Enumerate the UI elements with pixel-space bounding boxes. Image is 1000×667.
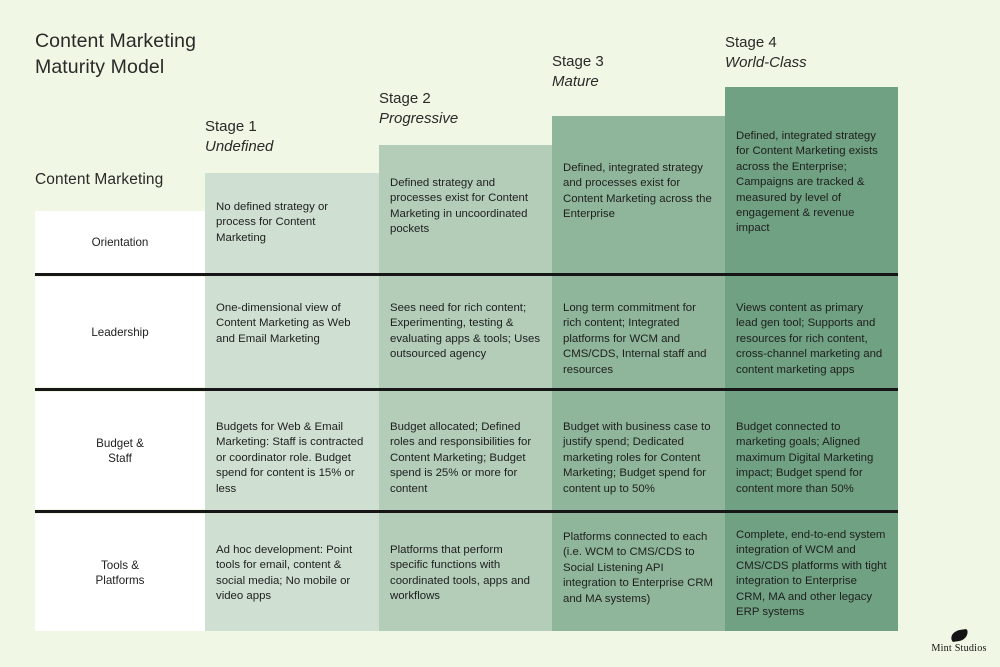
- cell-leadership-stage2: Sees need for rich content; Experimentin…: [390, 302, 541, 361]
- cell-budget-staff-stage3: Budget with business case to justify spe…: [563, 421, 711, 495]
- cell-leadership-stage3: Long term commitment for rich content; I…: [563, 302, 707, 376]
- brand-logo: Mint Studios: [928, 628, 990, 654]
- stage-number-4: Stage 4: [725, 34, 777, 51]
- cell-tools-platforms-stage3: Platforms connected to each (i.e. WCM to…: [563, 531, 714, 605]
- stage-name-3: Mature: [552, 73, 599, 90]
- cell-budget-staff-stage1: Budgets for Web & Email Marketing: Staff…: [216, 421, 364, 495]
- stage-number-2: Stage 2: [379, 90, 431, 107]
- stage-number-1: Stage 1: [205, 118, 257, 135]
- stage-name-2: Progressive: [379, 110, 459, 127]
- row-label-orientation: Orientation: [35, 211, 205, 273]
- stage-name-1: Undefined: [205, 138, 274, 155]
- row-label-budget-staff: Budget & Staff: [35, 392, 205, 509]
- cell-tools-platforms-stage1: Ad hoc development: Point tools for emai…: [216, 544, 353, 603]
- stage-number-3: Stage 3: [552, 53, 604, 70]
- cell-budget-staff-stage4: Budget connected to marketing goals; Ali…: [736, 421, 874, 495]
- cell-tools-platforms-stage2: Platforms that perform specific function…: [390, 544, 530, 603]
- stage-header-4: Stage 4 World-Class: [725, 33, 807, 73]
- row-label-tools-platforms: Tools & Platforms: [35, 514, 205, 631]
- cell-tools-platforms-stage4: Complete, end-to-end system integration …: [736, 529, 887, 619]
- stage-header-1: Stage 1 Undefined: [205, 117, 273, 157]
- stage-column-4: [725, 87, 898, 631]
- stage-column-3: [552, 116, 725, 631]
- cell-orientation-stage3: Defined, integrated strategy and process…: [563, 162, 712, 221]
- cell-orientation-stage2: Defined strategy and processes exist for…: [390, 177, 529, 236]
- page-title: Content Marketing Maturity Model: [35, 30, 197, 78]
- cell-leadership-stage1: One-dimensional view of Content Marketin…: [216, 302, 351, 345]
- brand-name: Mint Studios: [931, 643, 987, 654]
- cell-budget-staff-stage2: Budget allocated; Defined roles and resp…: [390, 421, 532, 495]
- stage-name-4: World-Class: [725, 54, 807, 71]
- stage-column-1: [205, 173, 379, 631]
- row-divider-3: [35, 510, 898, 513]
- cell-leadership-stage4: Views content as primary lead gen tool; …: [736, 302, 883, 376]
- dimension-label: Content Marketing: [35, 171, 164, 188]
- stage-header-3: Stage 3 Mature: [552, 52, 604, 92]
- leaf-icon: [949, 628, 969, 643]
- row-divider-2: [35, 388, 898, 391]
- stage-header-2: Stage 2 Progressive: [379, 89, 458, 129]
- row-divider-1: [35, 273, 898, 276]
- cell-orientation-stage1: No defined strategy or process for Conte…: [216, 201, 329, 244]
- cell-orientation-stage4: Defined, integrated strategy for Content…: [736, 130, 878, 235]
- row-label-leadership: Leadership: [35, 277, 205, 387]
